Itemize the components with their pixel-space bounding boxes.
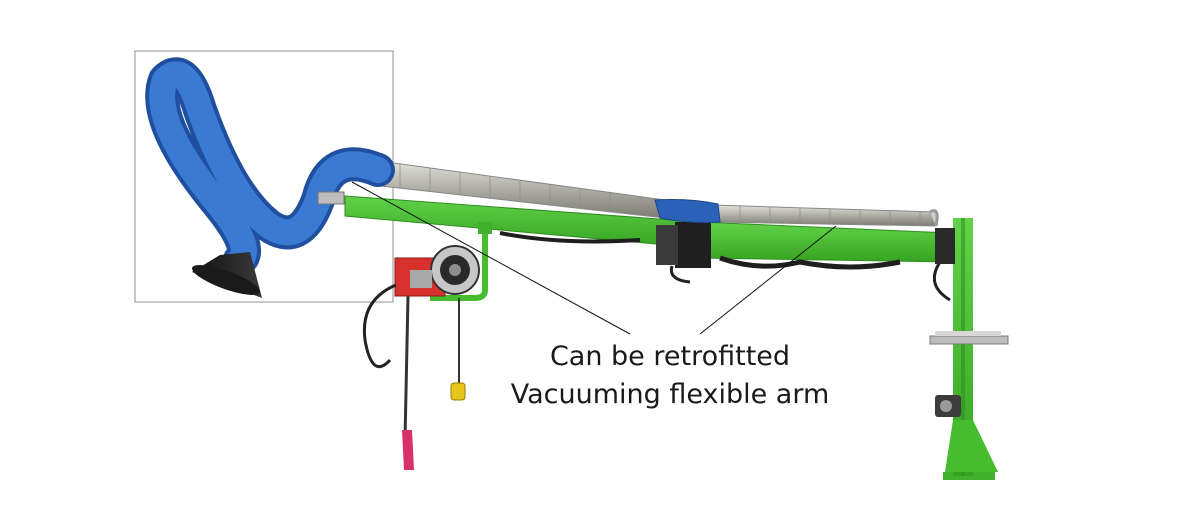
product-caption: Can be retrofitted Vacuuming flexible ar…: [500, 338, 840, 414]
caption-line-2: Vacuuming flexible arm: [510, 379, 830, 410]
spiral-duct: [371, 159, 939, 227]
welding-cables: [362, 283, 466, 470]
welder-mount: [394, 222, 492, 301]
flexible-hose: [145, 57, 395, 277]
support-column: [929, 218, 1009, 480]
suction-hood: [192, 252, 262, 298]
hose-joint: [654, 199, 721, 223]
caption-line-1: Can be retrofitted: [549, 341, 791, 372]
callout-lines: [351, 181, 837, 335]
boom-arm: [344, 195, 955, 284]
